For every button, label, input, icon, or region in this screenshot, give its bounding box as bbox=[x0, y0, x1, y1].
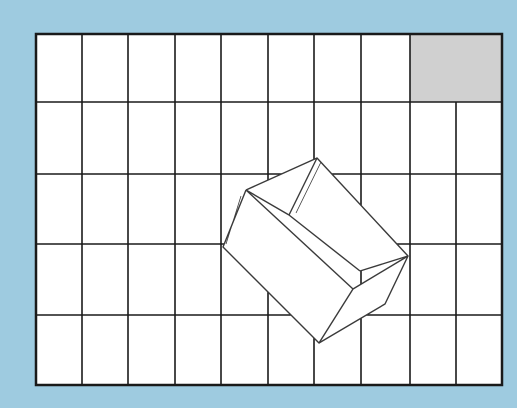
shaded-cell bbox=[410, 34, 456, 102]
shaded-cells bbox=[410, 34, 502, 102]
shaded-cell bbox=[456, 34, 502, 102]
